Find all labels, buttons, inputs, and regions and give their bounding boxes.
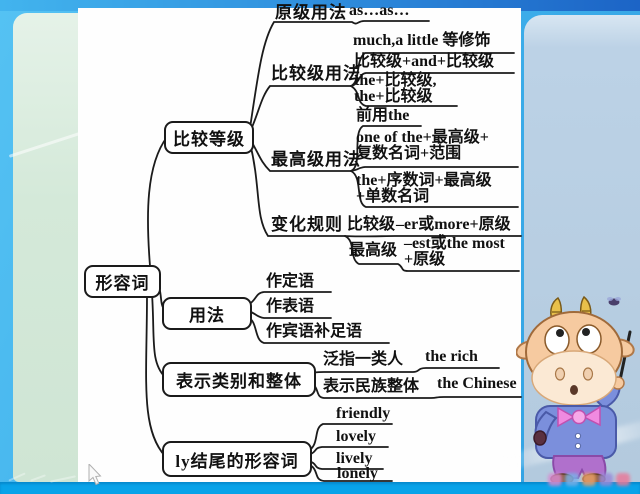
node-label: 最高级用法 (271, 150, 361, 169)
branch-label: 用法 (189, 306, 225, 325)
leaf-label: as…as… (349, 2, 410, 19)
root-label: 形容词 (95, 274, 150, 293)
leaf-label: lonely (337, 465, 378, 482)
mindmap-root-node: 形容词 (84, 265, 161, 298)
leaf-label: 比较级+and+比较级 (354, 53, 495, 70)
leaf-label: 作定语 (266, 273, 315, 290)
node-label: 原级用法 (275, 3, 347, 22)
branch-label: ly结尾的形容词 (175, 451, 299, 471)
leaf-label: the rich (425, 348, 478, 365)
node-label: 泛指一类人 (323, 351, 404, 368)
slide-canvas (78, 8, 521, 482)
node-label: 比较级 (347, 216, 396, 233)
leaf-label: 作宾语补足语 (266, 323, 363, 340)
background-left-panel (8, 13, 96, 482)
leaf-label: –est或the most +原级 (404, 235, 505, 269)
leaf-label: friendly (336, 405, 391, 422)
pointer-stick (617, 330, 632, 387)
leaf-label: much,a little 等修饰 (353, 32, 491, 49)
bottom-window-bar (0, 482, 640, 494)
annotation-tools-icon (6, 468, 86, 488)
top-window-bar (0, 0, 640, 11)
branch-node-category: 表示类别和整体 (162, 362, 316, 397)
leaf-label: –er或more+原级 (396, 216, 511, 233)
node-label: 表示民族整体 (323, 378, 420, 395)
branch-label: 表示类别和整体 (176, 372, 302, 391)
node-label: 比较级用法 (271, 64, 361, 83)
branch-node-usage: 用法 (162, 297, 252, 330)
leaf-label: 前用the (356, 107, 410, 124)
leaf-label: the Chinese (437, 375, 517, 392)
mouse-cursor-icon (88, 464, 102, 486)
watermark (548, 468, 640, 490)
leaf-label: the+比较级, the+比较级 (354, 72, 437, 106)
node-label: 变化规则 (271, 215, 343, 234)
leaf-label: the+序数词+最高级 +单数名词 (356, 172, 492, 206)
branch-label: 比较等级 (173, 130, 245, 149)
leaf-label: lovely (336, 428, 376, 445)
leaf-label: one of the+最高级+ 复数名词+范围 (356, 129, 489, 163)
leaf-label: 作表语 (266, 298, 315, 315)
cow-mascot-image (516, 295, 635, 482)
node-label: 最高级 (349, 242, 398, 259)
branch-node-ly-adjectives: ly结尾的形容词 (162, 441, 312, 477)
leaf-label: lively (336, 450, 373, 467)
branch-node-comparison: 比较等级 (164, 121, 254, 154)
fly-icon (607, 297, 621, 306)
